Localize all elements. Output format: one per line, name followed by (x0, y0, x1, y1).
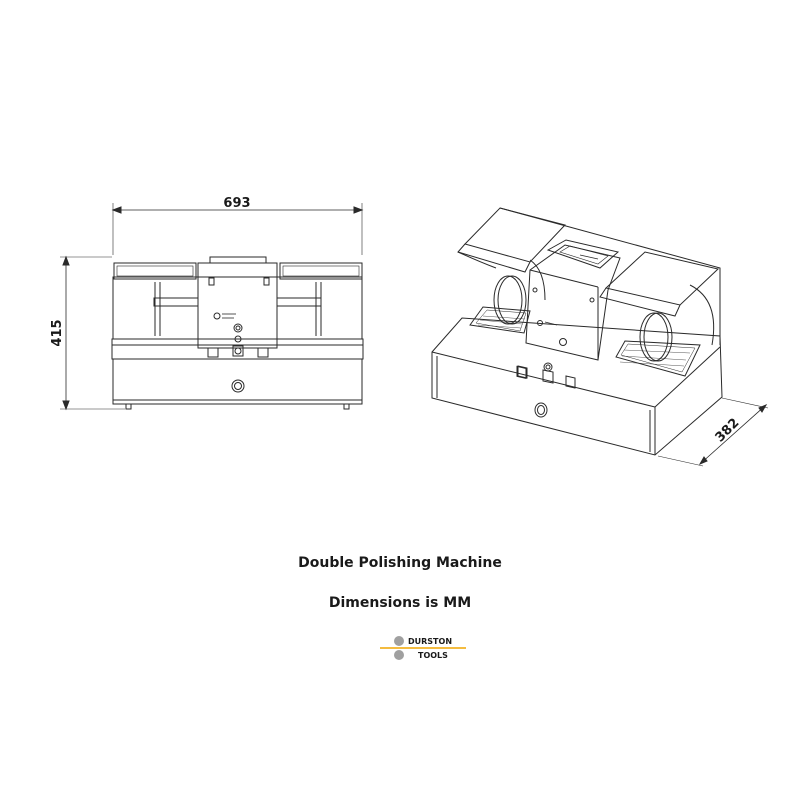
iso-front-switches (516, 362, 576, 389)
front-view: 693 415 (50, 196, 364, 411)
units-note: Dimensions is MM (328, 595, 472, 611)
logo-dot-top (394, 636, 404, 646)
durston-tools-logo: DURSTON TOOLS (380, 636, 466, 660)
isometric-view: 382 (431, 207, 769, 467)
drawing-title: Double Polishing Machine (298, 555, 502, 571)
depth-dimension-line (657, 397, 769, 467)
logo-line2: TOOLS (418, 651, 448, 660)
iso-polishing-wheels (493, 275, 673, 362)
width-dimension-line (111, 203, 364, 255)
height-dimension-label: 415 (50, 319, 65, 346)
iso-polishing-trays (469, 306, 701, 377)
iso-control-box (525, 239, 621, 361)
iso-back-panel (499, 207, 721, 346)
logo-dot-bottom (394, 650, 404, 660)
height-dimension-line (60, 255, 125, 411)
front-machine-outline (111, 256, 364, 410)
iso-base-cabinet (431, 317, 723, 456)
logo-line1: DURSTON (408, 637, 452, 646)
depth-dimension-label: 382 (713, 416, 743, 446)
width-dimension-label: 693 (223, 196, 250, 211)
iso-hoods (457, 207, 720, 317)
